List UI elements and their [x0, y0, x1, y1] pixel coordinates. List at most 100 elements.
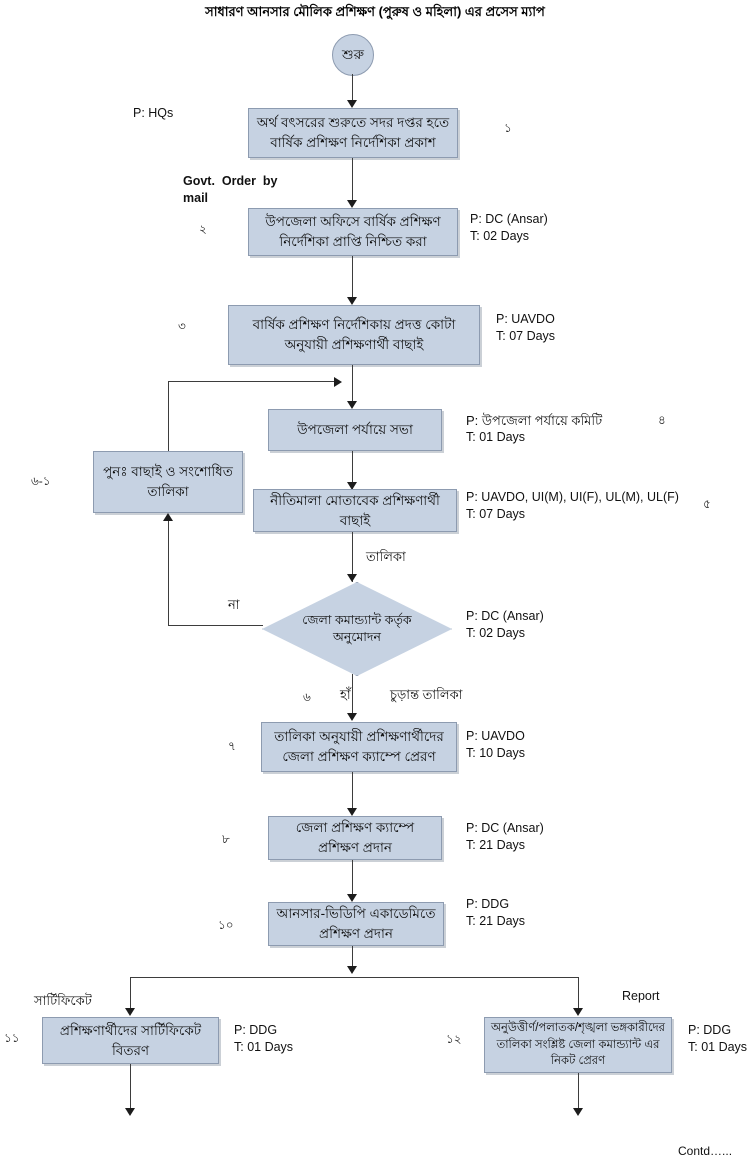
edge-label-na: না — [228, 597, 240, 612]
arrow-step2-to-step3 — [347, 297, 357, 305]
arrow-step5-to-decision — [347, 574, 357, 582]
node-step2[interactable]: উপজেলা অফিসে বার্ষিক প্রশিক্ষণ নির্দেশিক… — [248, 208, 458, 256]
number-step10: ১০ — [218, 918, 234, 932]
node-step1-label: অর্থ বৎসরের শুরুতে সদর দপ্তর হতে বার্ষিক… — [256, 115, 450, 150]
arrow-start-to-step1 — [347, 100, 357, 108]
arrow-split-to-step11 — [125, 1008, 135, 1016]
annotation-step4-performer: P: উপজেলা পর্যায়ে কমিটি — [466, 413, 603, 428]
node-step10-label: আনসার-ভিডিপি একাডেমিতে প্রশিক্ষণ প্রদান — [276, 906, 436, 941]
connector-split-to-step12 — [578, 977, 579, 1011]
connector-rework-to-step4-vertical — [168, 381, 169, 451]
connector-step11-out — [130, 1064, 131, 1113]
connector-step7-to-step8 — [352, 772, 353, 814]
annotation-step2-performer: P: DC (Ansar) — [470, 212, 548, 226]
connector-step10-to-split — [352, 946, 353, 970]
arrow-step1-to-step2 — [347, 200, 357, 208]
connector-step3-to-step4 — [352, 365, 353, 407]
connector-step5-to-decision — [352, 532, 353, 582]
connector-step8-to-step10 — [352, 860, 353, 900]
annotation-step12-time: T: 01 Days — [688, 1040, 748, 1054]
number-step7: ৭ — [228, 739, 236, 753]
arrow-step10-to-split — [347, 966, 357, 974]
node-step1[interactable]: অর্থ বৎসরের শুরুতে সদর দপ্তর হতে বার্ষিক… — [248, 108, 458, 158]
arrow-decision-yes-to-step7 — [347, 713, 357, 721]
connector-step4-to-step5 — [352, 451, 353, 489]
node-start[interactable]: শুরু — [332, 34, 374, 76]
node-step8-label: জেলা প্রশিক্ষণ ক্যাম্পে প্রশিক্ষণ প্রদান — [295, 820, 415, 855]
annotation-step10-time: T: 21 Days — [466, 914, 526, 928]
connector-start-to-step1 — [352, 74, 353, 103]
connector-step12-out — [578, 1073, 579, 1113]
node-step2-label: উপজেলা অফিসে বার্ষিক প্রশিক্ষণ নির্দেশিক… — [265, 214, 441, 249]
annotation-step4-time: T: 01 Days — [466, 430, 526, 444]
node-step4[interactable]: উপজেলা পর্যায়ে সভা — [268, 409, 442, 451]
node-step12-label: অনুউত্তীর্ণ/পলাতক/শৃঙ্খলা ভঙ্গকারীদের তা… — [491, 1022, 665, 1068]
annotation-step11-performer: P: DDG — [234, 1023, 278, 1037]
node-step12[interactable]: অনুউত্তীর্ণ/পলাতক/শৃঙ্খলা ভঙ্গকারীদের তা… — [484, 1017, 672, 1073]
annotation-decision-time: T: 02 Days — [466, 626, 526, 640]
page-title: সাধারণ আনসার মৌলিক প্রশিক্ষণ (পুরুষ ও মহ… — [205, 4, 545, 19]
node-step3[interactable]: বার্ষিক প্রশিক্ষণ নির্দেশিকায় প্রদত্ত ক… — [228, 305, 480, 365]
annotation-step1-performer: P: HQs — [133, 106, 174, 120]
connector-decision-no-horizontal — [168, 625, 263, 626]
arrow-step7-to-step8 — [347, 808, 357, 816]
annotation-step8-performer: P: DC (Ansar) — [466, 821, 544, 835]
annotation-step2-time: T: 02 Days — [470, 229, 530, 243]
node-step3-label: বার্ষিক প্রশিক্ষণ নির্দেশিকায় প্রদত্ত ক… — [252, 317, 456, 352]
arrow-step4-to-step5 — [347, 482, 357, 490]
number-step2: ২ — [199, 222, 207, 236]
connector-split-bus — [130, 977, 578, 978]
node-step7[interactable]: তালিকা অনুযায়ী প্রশিক্ষণার্থীদের জেলা প… — [261, 722, 457, 772]
arrow-decision-no-to-rework — [163, 513, 173, 521]
connector-rework-to-step4-horizontal — [168, 381, 338, 382]
node-rework-label: পুনঃ বাছাই ও সংশোধিত তালিকা — [103, 464, 233, 499]
annotation-decision-performer: P: DC (Ansar) — [466, 609, 544, 623]
number-step1: ১ — [504, 121, 512, 135]
node-decision[interactable]: জেলা কমান্ড্যান্ট কর্তৃক অনুমোদন — [262, 582, 452, 676]
arrow-split-to-step12 — [573, 1008, 583, 1016]
annotation-step3-performer: P: UAVDO — [496, 312, 555, 326]
number-decision: ৬ — [303, 690, 311, 704]
edge-label-certificate: সার্টিফিকেট — [34, 993, 92, 1008]
node-step5-label: নীতিমালা মোতাবেক প্রশিক্ষণার্থী বাছাই — [270, 492, 440, 528]
annotation-step7-time: T: 10 Days — [466, 746, 526, 760]
connector-step2-to-step3 — [352, 256, 353, 303]
arrow-step11-out — [125, 1108, 135, 1116]
annotation-step5-time: T: 07 Days — [466, 507, 526, 521]
connector-split-to-step11 — [130, 977, 131, 1011]
number-step8: ৮ — [222, 832, 230, 846]
number-step11: ১১ — [4, 1031, 20, 1045]
node-step11[interactable]: প্রশিক্ষণার্থীদের সার্টিফিকেট বিতরণ — [42, 1017, 219, 1064]
arrow-rework-to-step4 — [334, 377, 342, 387]
number-step5: ৫ — [703, 497, 711, 511]
connector-decision-no-vertical — [168, 521, 169, 625]
number-step12: ১২ — [446, 1032, 462, 1046]
annotation-step7-performer: P: UAVDO — [466, 729, 525, 743]
annotation-step3-time: T: 07 Days — [496, 329, 556, 343]
annotation-step8-time: T: 21 Days — [466, 838, 526, 852]
number-rework: ৬-১ — [31, 474, 51, 488]
node-step10[interactable]: আনসার-ভিডিপি একাডেমিতে প্রশিক্ষণ প্রদান — [268, 902, 444, 946]
arrow-step3-to-step4 — [347, 401, 357, 409]
node-step4-label: উপজেলা পর্যায়ে সভা — [297, 422, 413, 438]
edge-label-churanto-talika: চুড়ান্ত তালিকা — [390, 687, 463, 702]
number-step4: ৪ — [658, 413, 666, 427]
connector-decision-yes — [352, 674, 353, 719]
node-start-label: শুরু — [342, 46, 364, 62]
annotation-step11-time: T: 01 Days — [234, 1040, 294, 1054]
node-step8[interactable]: জেলা প্রশিক্ষণ ক্যাম্পে প্রশিক্ষণ প্রদান — [268, 816, 442, 860]
edge-label-ha: হাঁ — [340, 687, 351, 702]
arrow-step8-to-step10 — [347, 894, 357, 902]
node-rework[interactable]: পুনঃ বাছাই ও সংশোধিত তালিকা — [93, 451, 243, 513]
node-decision-label: জেলা কমান্ড্যান্ট কর্তৃক অনুমোদন — [302, 612, 412, 645]
node-step7-label: তালিকা অনুযায়ী প্রশিক্ষণার্থীদের জেলা প… — [274, 729, 444, 764]
edge-label-talika: তালিকা — [366, 549, 406, 564]
annotation-step12-performer: P: DDG — [688, 1023, 732, 1037]
node-step5[interactable]: নীতিমালা মোতাবেক প্রশিক্ষণার্থী বাছাই — [253, 489, 457, 532]
footer-continued-note: Contd…... — [678, 1144, 733, 1158]
annotation-step10-performer: P: DDG — [466, 897, 510, 911]
arrow-step12-out — [573, 1108, 583, 1116]
number-step3: ৩ — [178, 319, 186, 333]
annotation-step5-performer: P: UAVDO, UI(M), UI(F), UL(M), UL(F) — [466, 490, 679, 504]
